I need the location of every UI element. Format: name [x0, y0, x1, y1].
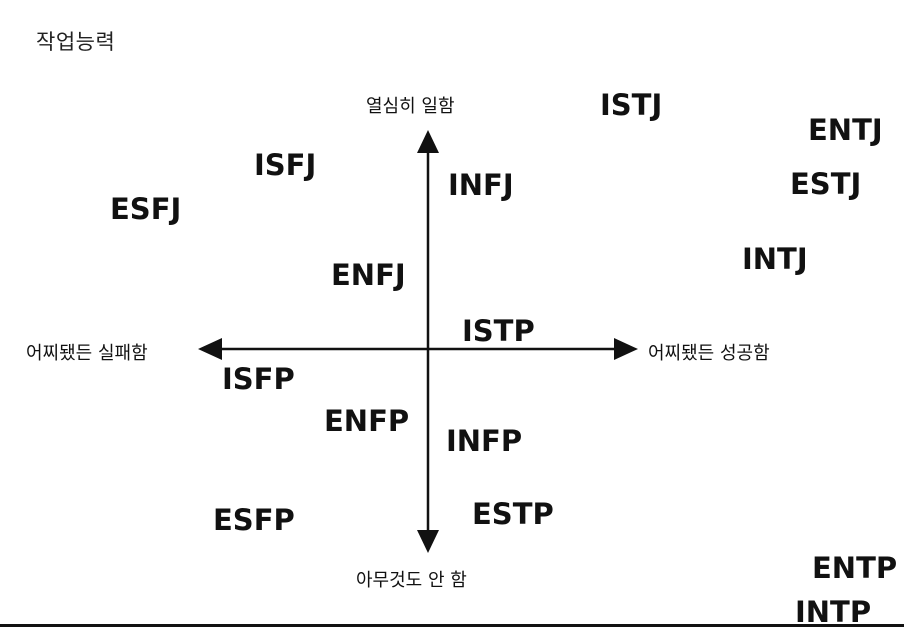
type-infj: INFJ [448, 168, 514, 202]
type-istj: ISTJ [600, 88, 663, 122]
type-istp: ISTP [462, 314, 535, 348]
type-esfp: ESFP [213, 503, 295, 537]
type-intj: INTJ [742, 242, 808, 276]
type-isfp: ISFP [222, 362, 295, 396]
type-estp: ESTP [472, 497, 554, 531]
bottom-divider [0, 624, 904, 627]
axis-label-left: 어찌됐든 실패함 [26, 343, 148, 364]
axis-label-bottom: 아무것도 안 함 [356, 570, 467, 591]
axis-label-right: 어찌됐든 성공함 [648, 343, 770, 364]
type-estj: ESTJ [790, 167, 862, 201]
type-infp: INFP [446, 424, 523, 458]
type-isfj: ISFJ [254, 148, 317, 182]
axis-label-top: 열심히 일함 [366, 96, 455, 117]
type-esfj: ESFJ [110, 192, 182, 226]
type-entj: ENTJ [808, 113, 883, 147]
type-enfj: ENFJ [331, 258, 406, 292]
page-title: 작업능력 [36, 30, 116, 54]
type-intp: INTP [795, 595, 872, 629]
type-entp: ENTP [812, 551, 898, 585]
type-enfp: ENFP [324, 404, 410, 438]
